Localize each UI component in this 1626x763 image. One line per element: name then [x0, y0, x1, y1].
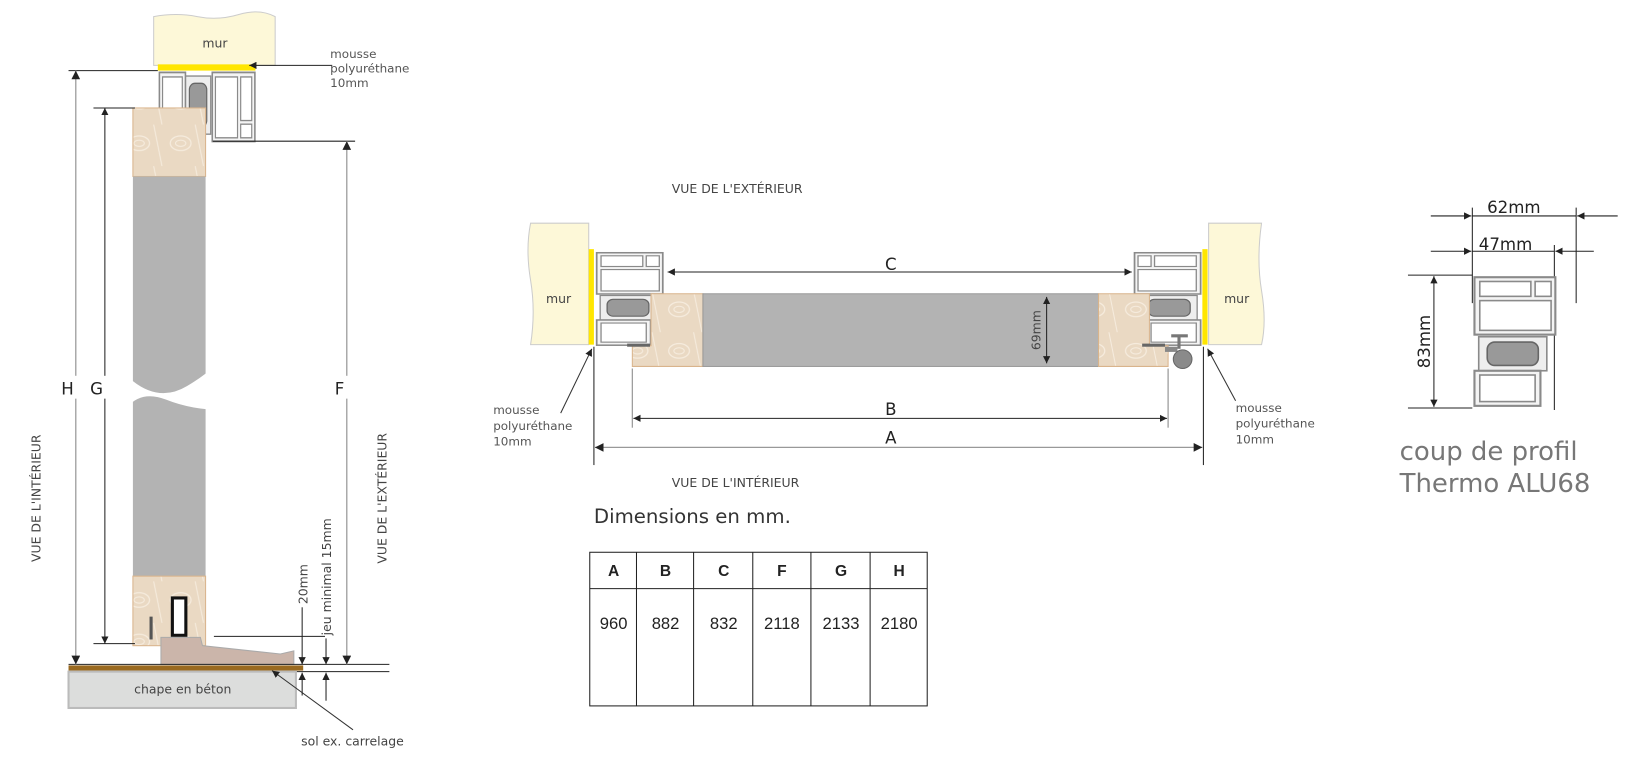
- interior-view-label-h: VUE DE L'INTÉRIEUR: [672, 475, 800, 490]
- height-83mm-label: 83mm: [1415, 315, 1434, 368]
- door-handle: [1172, 349, 1193, 370]
- exterior-view-label-h: VUE DE L'EXTÉRIEUR: [672, 181, 803, 196]
- dim-G-label: G: [90, 379, 103, 398]
- wall-left: [527, 222, 590, 346]
- min-gap-label: jeu minimal 15mm: [319, 518, 334, 636]
- door-panel-h: [702, 293, 1100, 367]
- foam-left: [588, 249, 594, 345]
- dimensions-table: Dimensions en mm. A B C F G H 960 882 83…: [589, 505, 928, 707]
- wall-top: [153, 11, 276, 66]
- bottom-seal: [170, 596, 188, 637]
- dim-B-label: B: [885, 400, 896, 419]
- table-header-A: A: [608, 563, 619, 580]
- door-stile-right: [1098, 293, 1169, 367]
- dim-F-label: F: [335, 379, 345, 398]
- wall-right-label: mur: [1224, 291, 1250, 306]
- screed: [67, 670, 297, 710]
- door-leaf-bottom-rail: [132, 575, 207, 647]
- width-47mm-label: 47mm: [1479, 235, 1533, 254]
- foam-strip: [157, 64, 256, 71]
- wall-right: [1208, 222, 1265, 346]
- threshold: [160, 636, 295, 665]
- profile-caption-line1: coup de profil: [1400, 437, 1578, 467]
- thermo-profile: [1473, 276, 1557, 407]
- dim-H-label: H: [61, 379, 74, 398]
- wall-label: mur: [202, 36, 228, 51]
- table-value-A: 960: [600, 614, 628, 633]
- table-header-F: F: [777, 563, 787, 580]
- exterior-view-label: VUE DE L'EXTÉRIEUR: [374, 433, 389, 564]
- profile-caption-line2: Thermo ALU68: [1399, 469, 1591, 499]
- foam-label: mousse polyuréthane 10mm: [330, 47, 413, 90]
- table-header-B: B: [660, 563, 671, 580]
- vertical-section: mur mousse polyuréthane 10mm chape en bé…: [28, 11, 413, 748]
- table-header-G: G: [835, 563, 847, 580]
- gap-20mm-label: 20mm: [295, 564, 310, 604]
- screed-label: chape en béton: [134, 681, 231, 696]
- table-value-G: 2133: [823, 614, 860, 633]
- width-62mm-label: 62mm: [1487, 198, 1541, 217]
- thickness-label: 69mm: [1028, 310, 1043, 350]
- dim-C-label: C: [885, 255, 897, 274]
- foam-left-label: mousse polyuréthane 10mm: [493, 403, 576, 448]
- foam-right-label: mousse polyuréthane 10mm: [1236, 401, 1319, 446]
- table-header-H: H: [894, 563, 905, 580]
- floor-tile: [68, 665, 304, 671]
- table-header-C: C: [718, 563, 729, 580]
- floor-label: sol ex. carrelage: [301, 733, 404, 748]
- horizontal-section: VUE DE L'EXTÉRIEUR VUE DE L'INTÉRIEUR mu…: [493, 181, 1319, 490]
- door-panel: [132, 176, 206, 577]
- interior-view-label: VUE DE L'INTÉRIEUR: [28, 434, 43, 562]
- table-value-H: 2180: [881, 614, 918, 633]
- wall-left-label: mur: [546, 291, 572, 306]
- table-title: Dimensions en mm.: [594, 505, 791, 528]
- table-value-C: 832: [710, 614, 738, 633]
- table-value-F: 2118: [764, 614, 800, 633]
- door-leaf-top-rail: [132, 107, 207, 177]
- break-mark: [124, 352, 224, 411]
- table-value-B: 882: [652, 614, 680, 633]
- foam-right: [1202, 249, 1208, 345]
- dim-A-label: A: [885, 428, 897, 447]
- profile-section: 62mm 47mm 83mm coup de profil Thermo ALU…: [1399, 198, 1618, 499]
